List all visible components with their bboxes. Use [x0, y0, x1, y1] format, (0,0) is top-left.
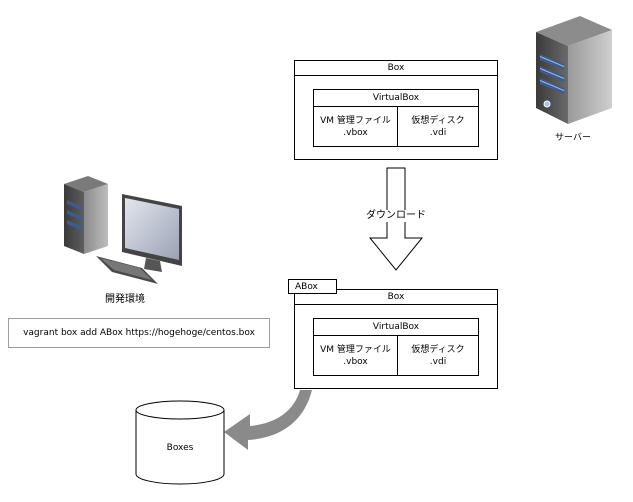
store-curved-arrow [224, 390, 312, 450]
local-box-title: Box [295, 290, 497, 305]
remote-vm-file-ext: .vbox [343, 127, 368, 138]
local-disk-ext: .vdi [429, 356, 447, 367]
remote-virtualbox-title: VirtualBox [314, 90, 478, 107]
local-vm-file-label: VM 管理ファイル [320, 344, 391, 355]
local-box-tag: ABox [288, 279, 337, 294]
local-disk-cell: 仮想ディスク .vdi [398, 336, 478, 375]
local-virtualbox-title: VirtualBox [314, 319, 478, 336]
download-label: ダウンロード [356, 210, 436, 222]
local-box: Box VirtualBox VM 管理ファイル .vbox 仮想ディスク .v… [294, 289, 498, 389]
local-virtualbox: VirtualBox VM 管理ファイル .vbox 仮想ディスク .vdi [313, 318, 479, 376]
vagrant-command-box: vagrant box add ABox https://hogehoge/ce… [8, 318, 270, 348]
remote-vm-file-cell: VM 管理ファイル .vbox [314, 107, 398, 146]
remote-disk-ext: .vdi [429, 127, 447, 138]
dev-env-label: 開発環境 [105, 294, 145, 305]
desktop-computer-icon [64, 176, 182, 284]
remote-disk-label: 仮想ディスク [411, 115, 465, 126]
remote-virtualbox: VirtualBox VM 管理ファイル .vbox 仮想ディスク .vdi [313, 89, 479, 147]
remote-box: Box VirtualBox VM 管理ファイル .vbox 仮想ディスク .v… [294, 60, 498, 160]
server-label: サーバー [555, 133, 591, 143]
boxes-label: Boxes [166, 443, 194, 453]
local-disk-label: 仮想ディスク [411, 344, 465, 355]
database-cylinder-icon [135, 400, 225, 485]
remote-box-title: Box [295, 61, 497, 76]
local-vm-file-cell: VM 管理ファイル .vbox [314, 336, 398, 375]
server-icon [536, 16, 612, 124]
remote-vm-file-label: VM 管理ファイル [320, 115, 391, 126]
remote-disk-cell: 仮想ディスク .vdi [398, 107, 478, 146]
local-vm-file-ext: .vbox [343, 356, 368, 367]
